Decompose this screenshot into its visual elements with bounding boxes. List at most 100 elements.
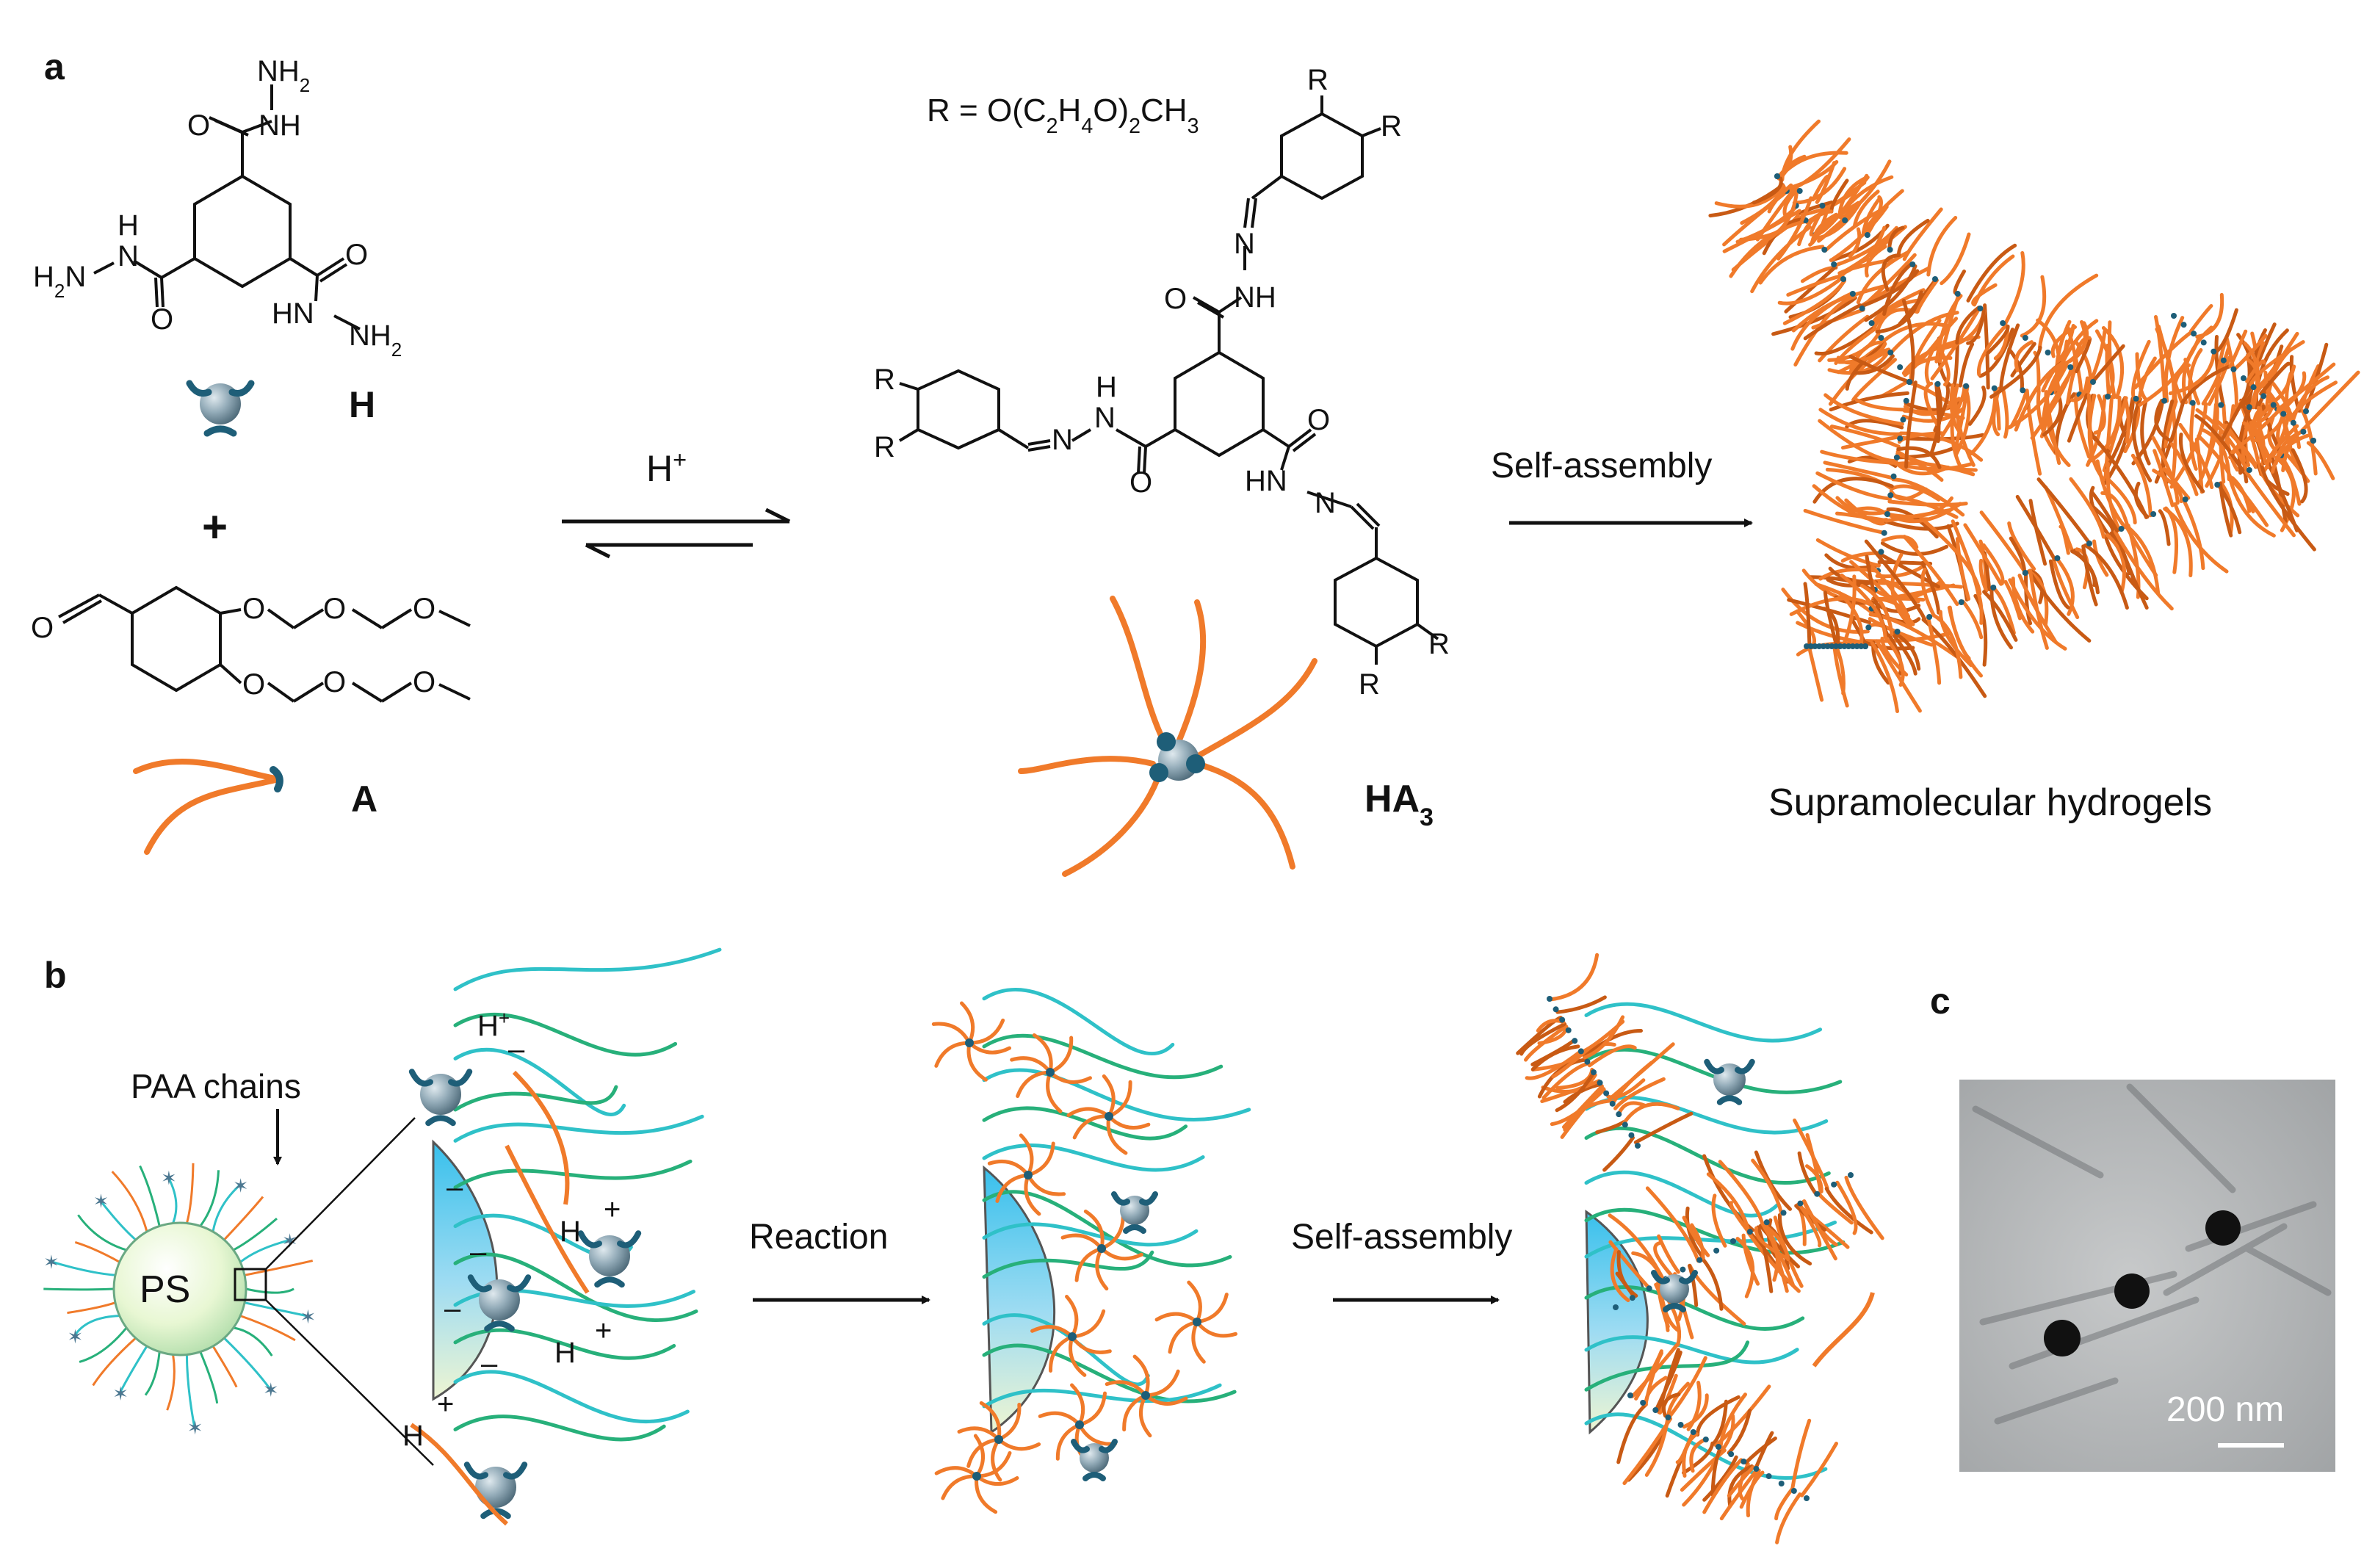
reaction-label: Reaction	[749, 1218, 888, 1257]
fibril-bundle	[2133, 292, 2360, 474]
compound-h-structure	[93, 84, 361, 330]
atom-label: R	[1359, 668, 1380, 701]
zoom-box	[234, 1268, 267, 1301]
atom-label: N	[1052, 424, 1073, 456]
hydrogel-network-illustration	[1708, 119, 2360, 713]
panel-a: a NH2 NH O H N H2N O	[31, 46, 2360, 877]
atom-label: O	[345, 239, 368, 271]
self-assembly-label: Self-assembly	[1491, 447, 1712, 485]
compound-h-atoms: NH2 NH O H N H2N O O HN NH2	[33, 55, 402, 361]
compound-a-label: A	[351, 778, 377, 820]
fibril-bundle	[1708, 137, 1981, 406]
svg-text:✶: ✶	[263, 1379, 279, 1401]
atom-label: HN	[272, 297, 314, 330]
compound-ha3-structure	[898, 95, 1439, 665]
atom-label: N	[118, 240, 139, 272]
compound-ha3-label: HA3	[1364, 778, 1434, 831]
atom-label: NH2	[349, 319, 402, 361]
plus-sign: +	[202, 502, 228, 552]
surface-zoom-reacted	[931, 987, 1251, 1514]
compound-a-structure	[58, 585, 471, 703]
fibril-bundle	[1781, 355, 1985, 658]
atom-label: O	[1307, 404, 1330, 436]
svg-text:✶: ✶	[112, 1382, 129, 1404]
ps-bead-illustration: ✶ ✶ ✶ ✶ ✶ ✶ ✶ ✶ ✶ ✶ PS	[43, 1117, 434, 1466]
atom-label: O	[1129, 466, 1152, 499]
scale-bar-label: 200 nm	[2166, 1390, 2284, 1429]
ps-label: PS	[140, 1268, 190, 1311]
atom-label: R	[1428, 628, 1450, 660]
atom-label: O	[242, 668, 265, 701]
atom-label: H2N	[33, 261, 86, 302]
atom-label: NH	[259, 109, 301, 142]
atom-label: O	[187, 109, 210, 142]
surface-zoom-initial	[408, 947, 722, 1526]
charge-label: –	[447, 1171, 463, 1204]
panel-a-label: a	[44, 46, 65, 87]
ps-surface-lens-2	[983, 1165, 1056, 1434]
zoom-line-bottom	[265, 1299, 434, 1466]
panel-b: b PAA chains ✶✶✶✶✶✶✶✶✶✶ PS H+ – – – H + …	[43, 947, 1884, 1544]
compound-a-atoms: O O O O O O O	[31, 593, 435, 701]
tem-micrograph	[1959, 1080, 2335, 1472]
svg-text:✶: ✶	[233, 1175, 249, 1197]
svg-text:✶: ✶	[161, 1167, 177, 1189]
svg-text:✶: ✶	[300, 1306, 316, 1328]
h-cartoon-icon	[186, 380, 255, 437]
surface-charges: H+ – – – H + – H + – H +	[402, 1007, 621, 1452]
acid-catalyst-label: H+	[646, 447, 687, 489]
atom-label: O	[31, 612, 54, 644]
surface-zoom-assembled	[1516, 953, 1884, 1544]
zoom-line-top	[265, 1117, 416, 1270]
atom-label: R	[1307, 64, 1329, 96]
atom-label: HN	[1245, 465, 1287, 497]
atom-label: R	[1381, 110, 1402, 142]
scale-bar	[2218, 1443, 2284, 1448]
self-assembly-label-b: Self-assembly	[1291, 1218, 1512, 1257]
charge-label: H+	[477, 1007, 510, 1042]
charge-label: –	[508, 1033, 525, 1066]
atom-label: N	[1315, 487, 1336, 519]
atom-label: H	[1096, 371, 1117, 403]
compound-ha3-atoms: R R N NH O R R H N N O O HN N R R	[874, 64, 1450, 701]
atom-label: N	[1094, 402, 1116, 434]
charge-label: –	[444, 1293, 461, 1325]
atom-label: O	[151, 303, 173, 336]
charge-label: –	[470, 1236, 487, 1268]
panel-c-label: c	[1930, 980, 1951, 1022]
atom-label: O	[413, 593, 435, 625]
atom-label: O	[242, 593, 265, 625]
svg-text:✶: ✶	[43, 1251, 59, 1273]
atom-label: H	[118, 209, 139, 242]
fibril-bundle	[1752, 119, 2125, 440]
atom-label: O	[1164, 283, 1187, 315]
atom-label: R	[874, 364, 895, 396]
charge-label: H	[554, 1337, 576, 1369]
svg-text:✶: ✶	[282, 1230, 298, 1252]
svg-text:✶: ✶	[68, 1326, 84, 1348]
equilibrium-arrow	[562, 507, 791, 559]
charge-label: H	[402, 1420, 424, 1452]
atom-label: N	[1234, 228, 1255, 260]
ha3-cartoon-icon	[1018, 596, 1317, 877]
fibril-bundle	[1616, 1343, 1838, 1544]
charge-label: +	[437, 1388, 454, 1420]
fibril-bundle	[1795, 574, 1868, 708]
atom-label: NH	[1234, 281, 1276, 314]
svg-text:✶: ✶	[93, 1191, 109, 1213]
svg-text:✶: ✶	[187, 1417, 203, 1439]
fibril-bundle	[1608, 1119, 1884, 1347]
panel-b-label: b	[44, 955, 67, 996]
hydrogel-label: Supramolecular hydrogels	[1768, 781, 2212, 824]
ps-sphere	[112, 1221, 247, 1356]
atom-label: O	[413, 666, 435, 698]
charge-label: H	[560, 1215, 581, 1248]
charge-label: +	[604, 1193, 621, 1226]
a-cartoon-icon	[133, 759, 283, 855]
paa-chains-label: PAA chains	[131, 1067, 301, 1105]
charge-label: –	[481, 1348, 498, 1380]
atom-label: R	[874, 431, 895, 463]
panel-c: c 200 nm	[1930, 980, 2335, 1472]
atom-label: O	[323, 593, 346, 625]
